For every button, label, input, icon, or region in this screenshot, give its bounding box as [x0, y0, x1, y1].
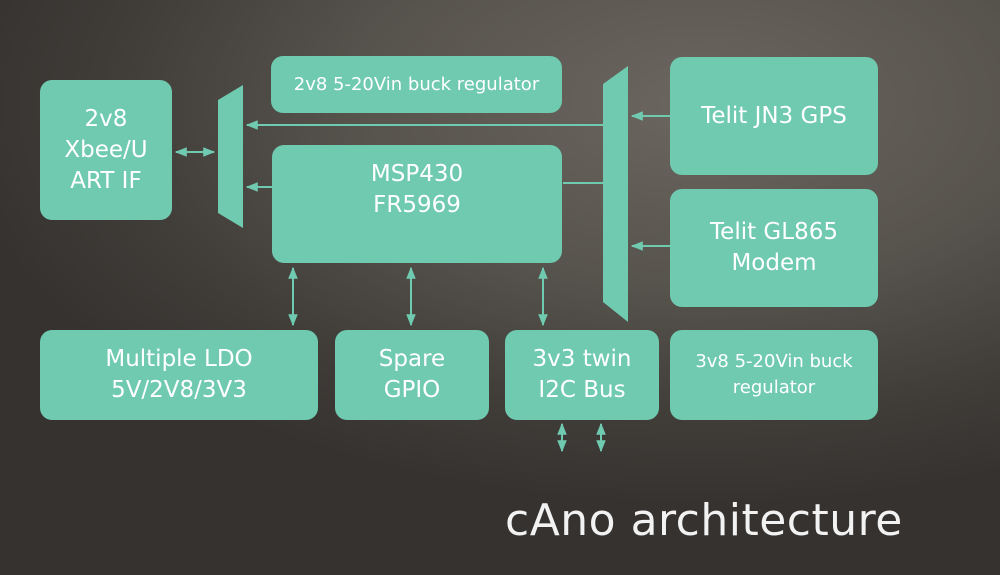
slide-title: cAno architecture — [505, 495, 903, 546]
xbee-uart-block: 2v8 Xbee/U ART IF — [40, 80, 172, 220]
xbee-line-2: Xbee/U — [64, 136, 148, 163]
buck-2v8-block: 2v8 5-20Vin buck regulator — [271, 56, 562, 113]
left-mux — [218, 85, 243, 228]
gps-label: Telit JN3 GPS — [701, 102, 847, 129]
ldo-line-2: 5V/2V8/3V3 — [111, 377, 247, 403]
right-mux — [603, 66, 628, 322]
modem-block: Telit GL865 Modem — [670, 189, 878, 307]
ldo-block: Multiple LDO 5V/2V8/3V3 — [40, 330, 318, 420]
xbee-line-1: 2v8 — [84, 105, 128, 132]
modem-line-2: Modem — [731, 250, 817, 276]
i2c-block: 3v3 twin I2C Bus — [505, 330, 659, 420]
mcu-line-1: MSP430 — [370, 161, 464, 187]
gpio-block: Spare GPIO — [335, 330, 489, 420]
gpio-line-2: GPIO — [383, 377, 441, 403]
ldo-line-1: Multiple LDO — [105, 346, 253, 372]
buck-2v8-label: 2v8 5-20Vin buck regulator — [293, 73, 540, 95]
modem-line-1: Telit GL865 — [710, 219, 838, 245]
buck-3v8-line-2: regulator — [732, 377, 816, 398]
i2c-line-2: I2C Bus — [538, 377, 626, 403]
gpio-line-1: Spare — [378, 346, 446, 372]
buck-3v8-block: 3v8 5-20Vin buck regulator — [670, 330, 878, 420]
gps-block: Telit JN3 GPS — [670, 57, 878, 175]
mcu-block: MSP430 FR5969 — [272, 145, 562, 263]
mcu-line-2: FR5969 — [373, 192, 461, 218]
i2c-line-1: 3v3 twin — [532, 346, 632, 372]
buck-3v8-line-1: 3v8 5-20Vin buck — [695, 351, 853, 372]
xbee-line-3: ART IF — [70, 167, 142, 194]
